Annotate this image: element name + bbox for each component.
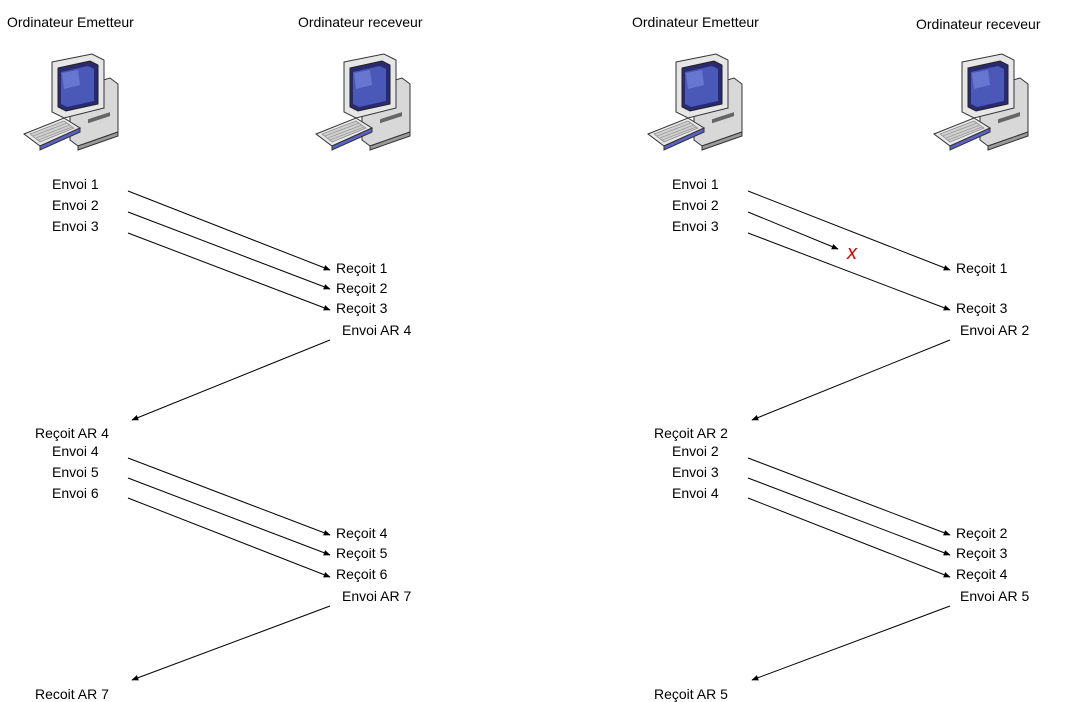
left-sender-title: Ordinateur Emetteur (7, 14, 134, 30)
arrow-right-ack-1 (751, 339, 951, 421)
arrow-right-r1-3 (747, 232, 951, 311)
arrow-left-r2-1 (127, 457, 331, 536)
right-ack-sent-label: Envoi AR 2 (960, 322, 1030, 338)
right-send-label: Envoi 4 (672, 485, 719, 501)
left-ack-sent-label: Envoi AR 4 (342, 322, 412, 338)
right-send-label: Envoi 3 (672, 464, 719, 480)
left-receive-label: Reçoit 3 (336, 300, 388, 316)
right-send-label: Envoi 1 (672, 176, 719, 192)
right-receive-label: Reçoit 2 (956, 525, 1008, 541)
arrow-left-r1-1 (127, 190, 331, 271)
arrow-left-r1-2 (127, 211, 331, 290)
arrow-left-r2-3 (127, 497, 331, 578)
right-send-label: Envoi 3 (672, 218, 719, 234)
arrow-right-ack-2 (751, 605, 951, 681)
left-receive-label: Reçoit 6 (336, 566, 388, 582)
left-send-label: Envoi 5 (52, 464, 99, 480)
left-receive-label: Reçoit 1 (336, 260, 388, 276)
right-ack-sent-label: Envoi AR 5 (960, 588, 1030, 604)
left-send-label: Envoi 1 (52, 176, 99, 192)
arrow-left-r1-3 (127, 232, 331, 311)
arrow-left-ack-1 (131, 339, 331, 421)
left-ack-sent-label: Envoi AR 7 (342, 588, 412, 604)
right-receive-label: Reçoit 1 (956, 260, 1008, 276)
left-receiver-title: Ordinateur receveur (298, 14, 423, 30)
left-ack-received-label: Recoit AR 7 (35, 686, 109, 702)
left-receive-label: Reçoit 2 (336, 280, 388, 296)
arrow-right-r2-2 (747, 477, 951, 556)
left-send-label: Envoi 4 (52, 443, 99, 459)
left-receive-label: Reçoit 4 (336, 525, 388, 541)
right-receive-label: Reçoit 3 (956, 300, 1008, 316)
left-ack-received-label: Reçoit AR 4 (35, 425, 109, 441)
arrow-left-r2-2 (127, 477, 331, 556)
right-send-label: Envoi 2 (672, 197, 719, 213)
right-receive-label: Reçoit 4 (956, 566, 1008, 582)
left-send-label: Envoi 6 (52, 485, 99, 501)
lost-packet-marker: x (847, 242, 857, 264)
arrow-right-r2-3 (747, 497, 951, 578)
right-receive-label: Reçoit 3 (956, 545, 1008, 561)
left-send-label: Envoi 2 (52, 197, 99, 213)
right-ack-received-label: Reçoit AR 5 (654, 686, 728, 702)
right-send-label: Envoi 2 (672, 443, 719, 459)
right-receiver-title: Ordinateur receveur (916, 16, 1041, 32)
left-receive-label: Reçoit 5 (336, 545, 388, 561)
right-ack-received-label: Reçoit AR 2 (654, 425, 728, 441)
right-sender-title: Ordinateur Emetteur (632, 14, 759, 30)
arrow-right-r2-1 (747, 457, 951, 536)
arrow-right-r1-2-lost (747, 211, 839, 250)
left-send-label: Envoi 3 (52, 218, 99, 234)
arrow-left-ack-2 (131, 605, 331, 681)
arrow-right-r1-1 (747, 190, 951, 271)
